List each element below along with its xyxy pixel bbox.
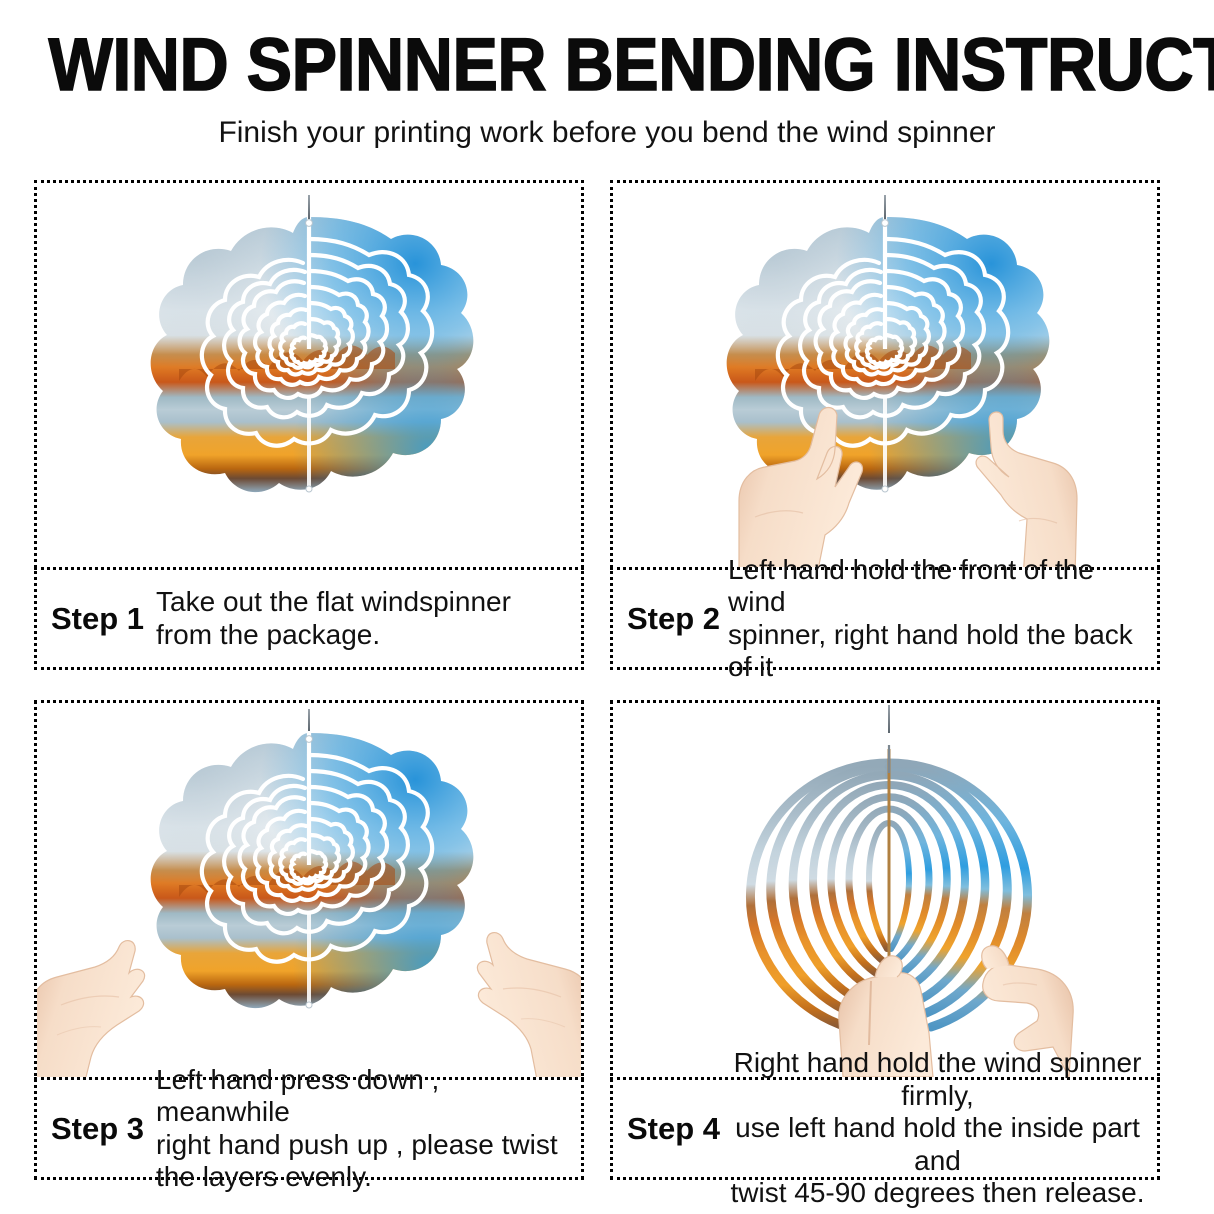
illustration-step-4 [613,703,1157,1077]
caption-step-1: Step 1 Take out the flat windspinner fro… [37,570,581,667]
top-hole [305,219,313,227]
left-hand-front [699,405,889,567]
step-text: Right hand hold the wind spinner firmly,… [730,1047,1145,1209]
bottom-hole [305,1001,313,1009]
step-text: Left hand press down , meanwhile right h… [156,1063,558,1193]
spinner-disc [150,217,474,493]
illustration-step-1 [37,183,581,567]
step-label: Step 2 [627,600,721,636]
spinner-disc [150,733,474,1009]
panel-divider [34,1077,584,1080]
wind-spinner-flat [715,195,1055,559]
step-text: Left hand hold the front of the wind spi… [728,553,1133,683]
caption-step-3: Step 3 Left hand press down , meanwhile … [37,1064,581,1193]
right-hand-back [945,411,1115,567]
wind-spinner-flat [139,709,479,1075]
panel-step-1: Step 1 Take out the flat windspinner fro… [34,180,584,670]
panel-step-3: Step 3 Left hand press down , meanwhile … [34,700,584,1193]
cut-lines [199,752,435,964]
left-hand-inside [809,937,959,1077]
hand-shape [838,955,934,1077]
wind-spinner-twisted [699,705,1079,1077]
hanging-wire [884,195,886,219]
hand-shape [37,940,146,1077]
right-hand-hold [933,929,1093,1077]
left-hand-press-down [37,939,221,1077]
twisted-ribbons [745,758,1033,1032]
cut-lines [199,236,435,448]
page-subtitle: Finish your printing work before you ben… [218,116,996,149]
hand-shape [981,945,1074,1077]
spinner-disc [726,217,1050,493]
hand-shape [476,932,581,1077]
step-text: Take out the flat windspinner from the p… [156,586,511,650]
bottom-hole [881,485,889,493]
right-hand-push-up [401,932,581,1077]
hanging-wire [308,709,310,731]
illustration-step-3 [37,703,581,1077]
hanging-wire [308,195,310,219]
hanging-wire [888,705,890,733]
spinner-graphic [150,733,474,1009]
hand-shape [738,406,864,567]
panel-divider [34,567,584,570]
cut-lines [775,236,1011,448]
panel-step-4: Step 4 Right hand hold the wind spinner … [610,700,1160,1208]
spinner-graphic-3d [745,745,1033,1032]
step-label: Step 4 [627,1110,721,1146]
bottom-hole [305,485,313,493]
panel-divider [610,1077,1160,1080]
page-title: WIND SPINNER BENDING INSTRUCTIONS [48,23,1214,106]
spinner-graphic [726,217,1050,493]
caption-step-2: Step 2 Left hand hold the front of the w… [613,554,1157,683]
spinner-graphic [150,217,474,493]
top-hole [881,219,889,227]
step-label: Step 1 [51,600,145,636]
panel-divider [610,567,1160,570]
wind-spinner-flat [139,195,479,559]
hand-shape [975,411,1078,567]
step-label: Step 3 [51,1110,145,1146]
illustration-step-2 [613,183,1157,567]
top-hole [305,735,313,743]
caption-step-4: Step 4 Right hand hold the wind spinner … [613,1047,1157,1208]
panel-step-2: Step 2 Left hand hold the front of the w… [610,180,1160,683]
